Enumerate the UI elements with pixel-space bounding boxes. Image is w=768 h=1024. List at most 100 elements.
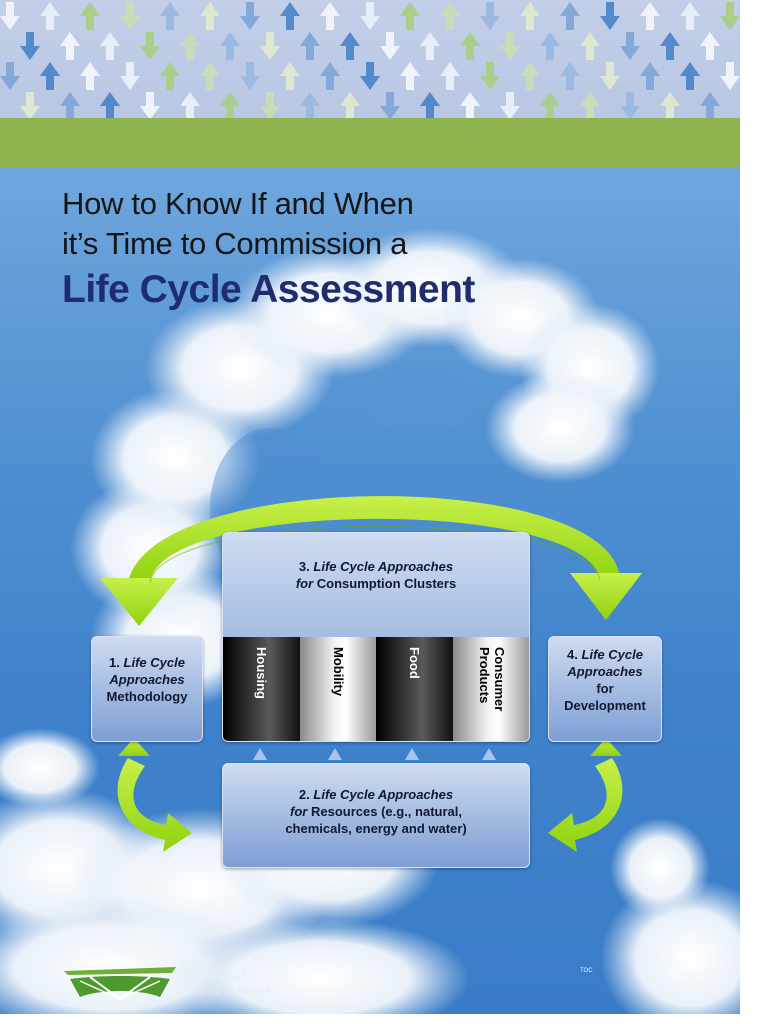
development-italic-line: Approaches bbox=[567, 664, 643, 679]
title-main: Life Cycle Assessment bbox=[62, 268, 475, 311]
box-number: 1. bbox=[109, 655, 120, 670]
down-arrow-shape bbox=[380, 92, 400, 118]
up-arrow-shape bbox=[420, 32, 440, 60]
up-arrow-shape bbox=[160, 62, 180, 90]
arrow-pattern-graphic bbox=[0, 2, 740, 118]
resources-label: for Resources (e.g., natural, bbox=[223, 803, 529, 820]
cluster-housing: Housing bbox=[223, 637, 300, 741]
green-header-band bbox=[0, 118, 740, 168]
up-arrow-shape bbox=[160, 2, 180, 30]
title-line-1: How to Know If and When bbox=[62, 186, 414, 221]
triangle-connector bbox=[482, 748, 496, 760]
development-for: for bbox=[596, 681, 614, 696]
up-arrow-shape bbox=[320, 2, 340, 30]
box-italic-text: Life Cycle Approaches bbox=[313, 787, 454, 802]
cluster-label: Food bbox=[407, 647, 423, 679]
down-arrow-shape bbox=[720, 2, 740, 30]
up-arrow-shape bbox=[320, 62, 340, 90]
down-arrow-shape bbox=[360, 62, 380, 90]
down-arrow-shape bbox=[140, 32, 160, 60]
up-arrow-shape bbox=[40, 2, 60, 30]
page-margin-strip bbox=[740, 0, 768, 1024]
arrow-pattern-banner bbox=[0, 0, 740, 118]
up-arrow-shape bbox=[680, 62, 700, 90]
cluster-label: Mobility bbox=[330, 647, 346, 697]
bottom-clouds bbox=[0, 728, 740, 1014]
methodology-box: 1. Life Cycle Approaches Methodology bbox=[91, 636, 203, 742]
up-arrow-shape bbox=[640, 62, 660, 90]
consumption-heading: 3. Life Cycle Approaches bbox=[223, 558, 529, 575]
up-arrow-shape bbox=[580, 32, 600, 60]
up-arrow-shape bbox=[200, 62, 220, 90]
resources-label-text: Resources (e.g., natural, bbox=[310, 804, 462, 819]
down-arrow-shape bbox=[240, 62, 260, 90]
box-number: 2. bbox=[298, 787, 310, 802]
down-arrow-shape bbox=[0, 62, 20, 90]
up-arrow-shape bbox=[440, 2, 460, 30]
down-arrow-shape bbox=[380, 32, 400, 60]
up-arrow-shape bbox=[560, 2, 580, 30]
up-arrow-shape bbox=[520, 62, 540, 90]
up-arrow-shape bbox=[400, 62, 420, 90]
up-arrow-shape bbox=[300, 32, 320, 60]
up-arrow-shape bbox=[180, 92, 200, 118]
triangle-connector bbox=[405, 748, 419, 760]
triangle-connector bbox=[328, 748, 342, 760]
down-arrow-shape bbox=[20, 92, 40, 118]
down-arrow-shape bbox=[500, 92, 520, 118]
up-arrow-shape bbox=[220, 92, 240, 118]
down-arrow-shape bbox=[20, 32, 40, 60]
up-arrow-shape bbox=[460, 92, 480, 118]
down-arrow-shape bbox=[480, 2, 500, 30]
up-arrow-shape bbox=[340, 32, 360, 60]
up-arrow-shape bbox=[280, 62, 300, 90]
top-arc-arrow bbox=[100, 496, 642, 626]
logo-text-line-2: ASSOCIATIONS bbox=[186, 986, 272, 998]
resources-heading: 2. Life Cycle Approaches bbox=[223, 786, 529, 803]
box-number: 3. bbox=[298, 559, 310, 574]
down-arrow-shape bbox=[500, 32, 520, 60]
up-arrow-shape bbox=[700, 92, 720, 118]
lower-left-arrow bbox=[117, 738, 192, 852]
up-arrow-shape bbox=[400, 2, 420, 30]
box-italic-for: for bbox=[295, 576, 314, 591]
lower-right-arrow bbox=[548, 738, 623, 852]
up-arrow-shape bbox=[80, 2, 100, 30]
up-arrow-shape bbox=[520, 2, 540, 30]
down-arrow-shape bbox=[260, 92, 280, 118]
consumption-clusters-box: 3. Life Cycle Approaches for Consumption… bbox=[222, 532, 530, 742]
down-arrow-shape bbox=[600, 62, 620, 90]
up-arrow-shape bbox=[540, 32, 560, 60]
box-italic-text: Life Cycle bbox=[581, 647, 643, 662]
up-arrow-shape bbox=[100, 32, 120, 60]
clouds-and-arrows-graphic bbox=[0, 228, 740, 1014]
up-arrow-shape bbox=[440, 62, 460, 90]
up-arrow-shape bbox=[340, 92, 360, 118]
box-number: 4. bbox=[567, 647, 578, 662]
down-arrow-shape bbox=[120, 2, 140, 30]
association-logo-icon bbox=[64, 967, 176, 1001]
consumption-label: for Consumption Clusters bbox=[223, 575, 529, 592]
up-arrow-shape bbox=[680, 2, 700, 30]
title-line-2: it’s Time to Commission a bbox=[62, 226, 408, 261]
up-arrow-shape bbox=[580, 92, 600, 118]
down-arrow-shape bbox=[140, 92, 160, 118]
triangle-connector bbox=[253, 748, 267, 760]
methodology-label: Methodology bbox=[106, 689, 188, 704]
up-arrow-shape bbox=[460, 32, 480, 60]
up-arrow-shape bbox=[660, 92, 680, 118]
development-label: Development bbox=[564, 698, 646, 713]
toc-link[interactable]: TOC bbox=[580, 968, 593, 974]
methodology-heading: 1. Life Cycle Approaches bbox=[92, 654, 202, 688]
cluster-label: Housing bbox=[254, 647, 270, 699]
box-italic-text: Life Cycle Approaches bbox=[313, 559, 454, 574]
up-arrow-shape bbox=[200, 2, 220, 30]
down-arrow-shape bbox=[600, 2, 620, 30]
box-italic-text: Life Cycle Approaches bbox=[109, 655, 185, 687]
down-arrow-shape bbox=[620, 32, 640, 60]
up-arrow-shape bbox=[300, 92, 320, 118]
development-box: 4. Life Cycle Approaches for Development bbox=[548, 636, 662, 742]
